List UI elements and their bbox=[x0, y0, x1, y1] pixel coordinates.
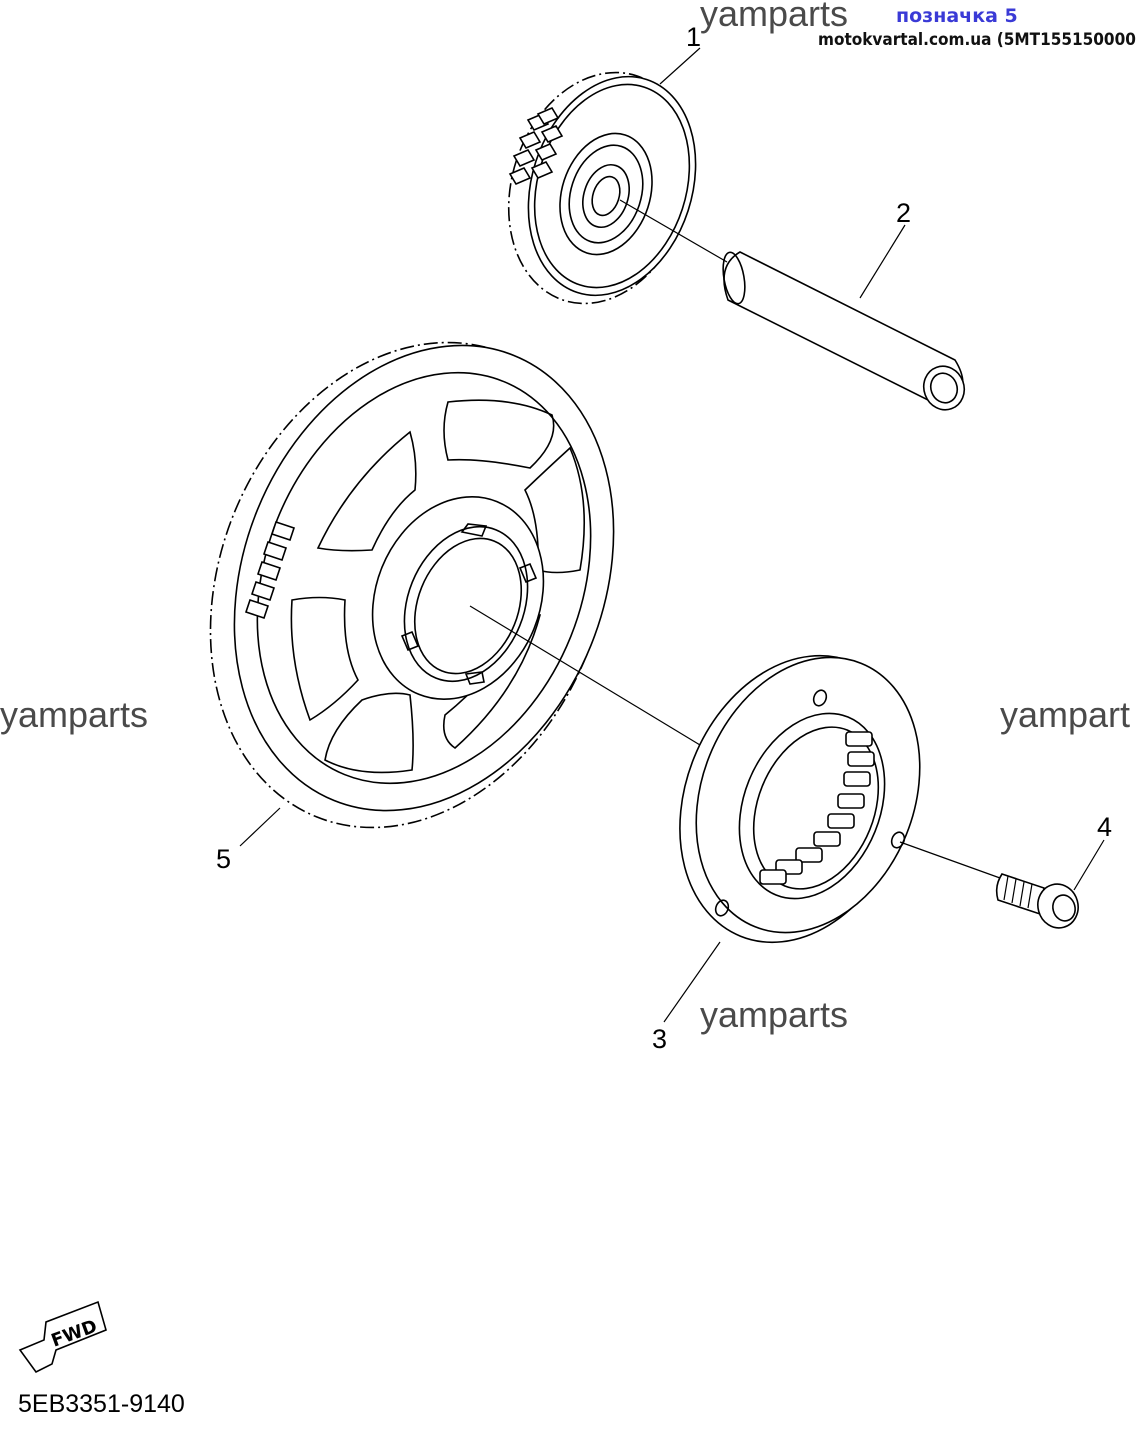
leader-line-2 bbox=[859, 224, 906, 299]
part-number-1: 1 bbox=[686, 22, 701, 52]
window-4 bbox=[324, 692, 414, 774]
gear-teeth-part-5 bbox=[244, 520, 296, 620]
part-number-3: 3 bbox=[652, 1024, 667, 1054]
diagram-code: 5EB3351-9140 bbox=[18, 1390, 185, 1418]
fwd-direction-arrow: FWD bbox=[18, 1300, 107, 1374]
window-6 bbox=[316, 430, 417, 552]
part-4-screw bbox=[995, 873, 1079, 929]
leader-line-5 bbox=[239, 807, 281, 847]
leader-line-1 bbox=[659, 47, 701, 85]
part-number-4: 4 bbox=[1097, 812, 1112, 842]
part-number-2: 2 bbox=[896, 198, 911, 228]
designation-label: позначка 5 bbox=[896, 5, 1018, 27]
part-1-idler-gear bbox=[507, 71, 728, 305]
leader-line-3 bbox=[663, 941, 721, 1023]
watermark-left: yamparts bbox=[0, 694, 148, 735]
watermark-bottom: yamparts bbox=[700, 994, 848, 1035]
part-2-shaft bbox=[722, 251, 966, 411]
site-reference-label: motokvartal.com.ua (5MT155150000) bbox=[818, 30, 1137, 50]
clutch-rollers bbox=[759, 731, 875, 885]
leader-line-4 bbox=[1073, 839, 1105, 891]
watermark-right: yampart bbox=[1000, 694, 1130, 735]
window-1 bbox=[443, 399, 555, 469]
part-number-5: 5 bbox=[216, 844, 231, 874]
gear-teeth-part-1 bbox=[508, 106, 564, 186]
part-3-one-way-clutch bbox=[679, 654, 1001, 944]
watermark-top: yamparts bbox=[700, 0, 848, 34]
window-5 bbox=[290, 596, 359, 722]
part-5-starter-wheel-gear bbox=[209, 341, 701, 829]
